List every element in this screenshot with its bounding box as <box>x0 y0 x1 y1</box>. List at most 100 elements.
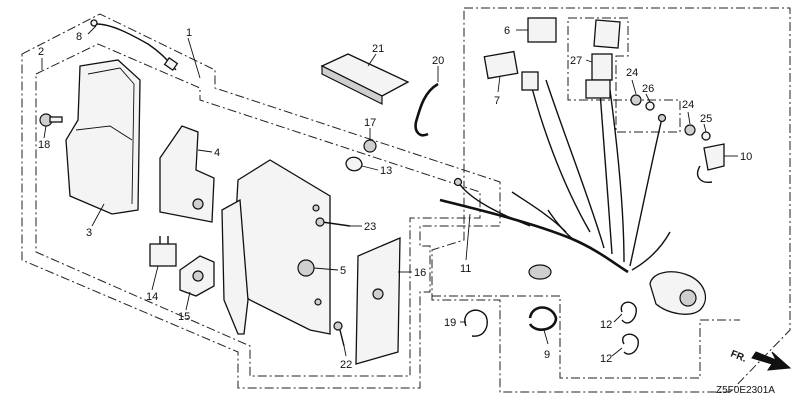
callout-23: 23 <box>364 221 376 233</box>
callout-18: 18 <box>38 139 50 151</box>
fuse-holder-part <box>593 19 621 49</box>
screw-22-part <box>339 329 345 347</box>
clamp-9-part <box>528 306 558 331</box>
rubber-pad-side <box>321 65 383 105</box>
combination-switch-knob <box>192 270 204 282</box>
leader-13 <box>361 165 379 171</box>
harness-branch-3 <box>547 209 575 241</box>
callout-21: 21 <box>372 43 384 55</box>
callout-13: 13 <box>380 165 392 177</box>
screw-23-part <box>321 221 351 227</box>
callout-24b: 24 <box>682 99 694 111</box>
harness-branch-4 <box>529 79 591 233</box>
leader-21 <box>367 53 377 67</box>
leader-5 <box>313 267 339 271</box>
leader-8 <box>87 25 97 35</box>
fuse-part <box>591 53 613 81</box>
hose-band-part <box>414 82 439 137</box>
callout-17: 17 <box>364 117 376 129</box>
callout-14: 14 <box>146 291 158 303</box>
leader-4 <box>197 149 213 153</box>
harness-terminal-b <box>657 113 667 123</box>
nut-24-lower <box>684 124 696 136</box>
leader-18 <box>43 125 47 139</box>
leader-25 <box>703 123 707 133</box>
leader-24a <box>631 79 637 95</box>
terminal-10-lead <box>696 165 713 183</box>
callout-24a: 24 <box>626 67 638 79</box>
callout-9: 9 <box>544 349 550 361</box>
terminal-10-part <box>703 143 725 171</box>
screw-18-shank <box>49 116 63 123</box>
panel-hole-top <box>312 204 320 212</box>
callout-12b: 12 <box>600 353 612 365</box>
bracket-part <box>159 125 215 223</box>
panel-hole-bottom <box>314 298 322 306</box>
callout-1: 1 <box>186 27 192 39</box>
callout-15: 15 <box>178 311 190 323</box>
cable-clip-12-lower <box>622 333 639 355</box>
leader-12b <box>611 347 623 357</box>
harness-branch-8 <box>629 117 663 267</box>
harness-branch-5 <box>545 79 605 249</box>
starter-solenoid-cap <box>679 289 697 307</box>
gasket-hole <box>372 288 384 300</box>
harness-branch-9 <box>631 231 671 271</box>
diagram-code: Z5F0E2301A <box>716 385 775 396</box>
callout-20: 20 <box>432 55 444 67</box>
switch-14-part <box>149 243 177 267</box>
callout-11: 11 <box>460 263 471 275</box>
leader-14 <box>151 265 159 291</box>
panel-hole-center <box>297 259 315 277</box>
callout-7: 7 <box>494 95 500 107</box>
leader-15 <box>185 291 191 311</box>
callout-5: 5 <box>340 265 346 277</box>
callout-27: 27 <box>570 55 582 67</box>
leader-7 <box>497 75 501 93</box>
leader-9 <box>543 329 549 345</box>
control-box-cover-rim <box>75 67 135 205</box>
callout-6: 6 <box>504 25 510 37</box>
wire-harness-trunk <box>439 198 629 274</box>
relay-6-part <box>527 17 557 43</box>
callout-4: 4 <box>214 147 220 159</box>
clamp-13-part <box>345 156 363 172</box>
bracket-hole <box>192 198 204 210</box>
harness-terminal-a <box>453 177 463 187</box>
callout-16: 16 <box>414 267 426 279</box>
front-direction-label: FR. <box>729 349 748 365</box>
gasket-part <box>355 237 401 365</box>
callout-22: 22 <box>340 359 352 371</box>
starter-solenoid-part <box>649 271 707 315</box>
callout-12a: 12 <box>600 319 612 331</box>
group-boundary-relay <box>567 17 681 133</box>
callout-25: 25 <box>700 113 712 125</box>
choke-cable-clip <box>163 56 179 72</box>
control-box-panel-back <box>221 198 249 335</box>
harness-connector-b <box>585 79 611 99</box>
callout-10: 10 <box>740 151 752 163</box>
connector-7-part <box>483 50 519 80</box>
cable-clip-12-upper <box>620 301 637 324</box>
washer-25 <box>701 131 711 141</box>
bolt-17-part <box>363 139 377 153</box>
leader-11 <box>465 213 471 261</box>
control-box-cover-part <box>65 59 141 215</box>
harness-connector-a <box>521 71 539 91</box>
screw-23-head <box>315 217 325 227</box>
screw-22-head <box>333 321 343 331</box>
callout-3: 3 <box>86 227 92 239</box>
nut-24-upper <box>630 94 642 106</box>
grommet-part <box>528 264 552 280</box>
leader-1 <box>187 37 201 79</box>
leader-12a <box>613 313 623 323</box>
callout-8: 8 <box>76 31 82 43</box>
choke-cable-end <box>90 19 98 27</box>
washer-26 <box>645 101 655 111</box>
harness-branch-7 <box>609 89 625 263</box>
callout-2: 2 <box>38 46 44 58</box>
hose-clip-19-part <box>464 309 488 337</box>
group-boundary-bottom-right <box>432 295 740 379</box>
